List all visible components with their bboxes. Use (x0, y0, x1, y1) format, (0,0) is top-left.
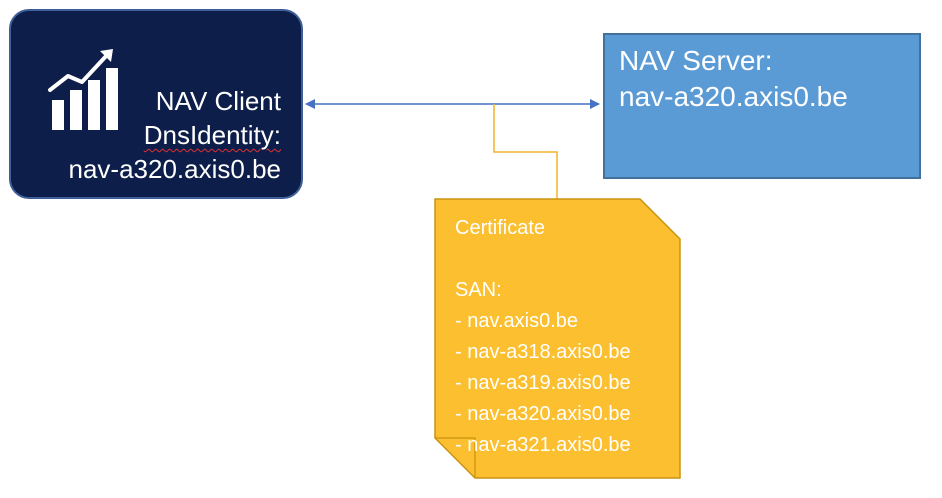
growth-chart-icon (48, 49, 118, 130)
client-title: NAV Client (155, 86, 281, 116)
san-entry: - nav-a319.axis0.be (455, 372, 631, 394)
server-title: NAV Server: (619, 45, 773, 76)
san-entry: - nav.axis0.be (455, 310, 579, 332)
nav-server-box: NAV Server: nav-a320.axis0.be (603, 33, 921, 179)
certificate-callout-line (493, 104, 558, 199)
san-entry: - nav-a318.axis0.be (455, 341, 631, 363)
server-host: nav-a320.axis0.be (619, 81, 848, 112)
san-entry: - nav-a320.axis0.be (455, 403, 631, 425)
client-identity-value: nav-a320.axis0.be (68, 154, 281, 184)
san-label: SAN: (455, 279, 502, 301)
certificate-title: Certificate (455, 217, 546, 239)
certificate-corner-fold (435, 437, 476, 478)
san-entry: - nav-a321.axis0.be (455, 434, 631, 456)
client-identity-label: DnsIdentity: (143, 120, 281, 150)
certificate-text: Certificate SAN: - nav.axis0.be - nav-a3… (455, 213, 665, 461)
nav-client-box: NAV Client DnsIdentity: nav-a320.axis0.b… (9, 9, 303, 199)
client-label: NAV Client DnsIdentity: nav-a320.axis0.b… (69, 84, 281, 186)
